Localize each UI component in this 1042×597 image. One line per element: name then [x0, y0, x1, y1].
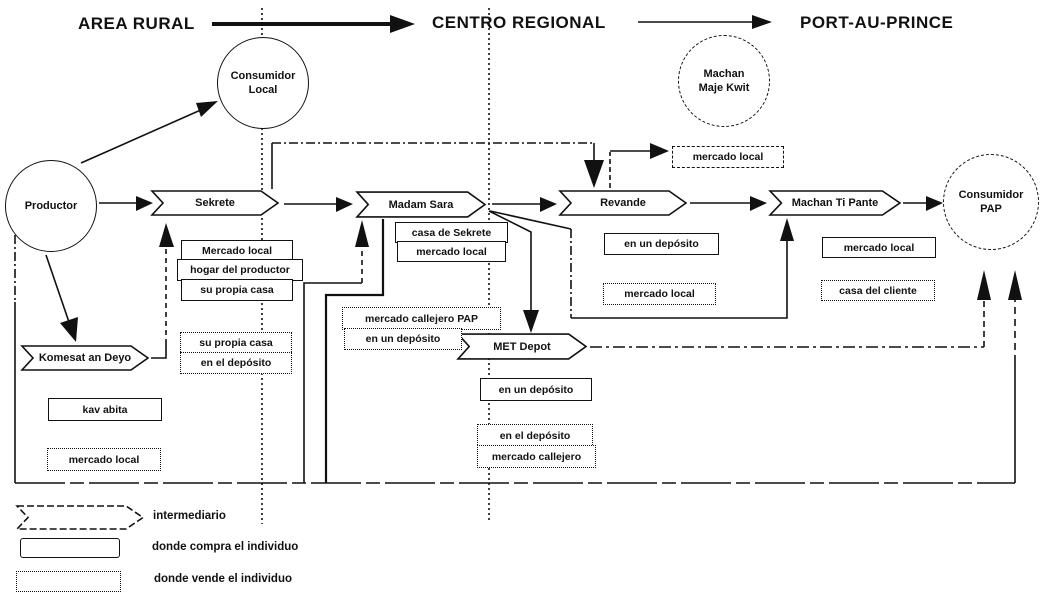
- buy-box-komesat-kav-abita: kav abita: [48, 398, 162, 421]
- intermediary-machan-ti-pante: Machan Ti Pante: [768, 190, 902, 216]
- path-madamsara-machanti-elbow: [571, 240, 788, 319]
- node-label: Consumidor: [958, 189, 1024, 201]
- arrowhead: [780, 218, 794, 241]
- intermediary-madam-sara: Madam Sara: [355, 191, 487, 218]
- node-label: Local: [248, 84, 278, 96]
- intermediary-arrow-shape: [20, 345, 150, 371]
- arrowhead: [523, 310, 539, 333]
- node-label: Maje Kwit: [698, 82, 750, 94]
- legend-label-intermediario: intermediario: [153, 510, 226, 522]
- arrowhead: [159, 223, 174, 247]
- sell-box-machanti-casa-cliente: casa del cliente: [821, 280, 935, 301]
- arrowhead: [336, 197, 353, 212]
- legend-dotted-box-shape: [16, 571, 121, 592]
- arrowhead: [926, 196, 943, 211]
- legend-label-compra: donde compra el individuo: [152, 541, 299, 553]
- arrow-productor-consumidorlocal: [80, 108, 204, 164]
- intermediary-arrow-shape: [456, 333, 588, 360]
- legend-intermediary-shape: [15, 505, 145, 530]
- arrowhead: [136, 196, 153, 211]
- arrow-productor-komesat: [45, 254, 71, 326]
- arrowhead: [390, 15, 415, 33]
- arrowhead: [750, 196, 767, 211]
- intermediary-arrow-outline: [456, 333, 588, 360]
- intermediary-sekrete: Sekrete: [150, 190, 280, 216]
- sell-box-madamsara-deposito: en un depósito: [344, 328, 462, 350]
- node-productor: Productor: [5, 160, 97, 252]
- intermediary-komesat-an-deyo: Komesat an Deyo: [20, 345, 150, 371]
- arrowhead: [977, 270, 991, 300]
- buy-box-madamsara-mercado-local: mercado local: [397, 241, 506, 262]
- header-port-au-prince: PORT-AU-PRINCE: [800, 13, 954, 32]
- arrowhead: [584, 160, 604, 188]
- sell-box-madamsara-callejero-pap: mercado callejero PAP: [342, 307, 501, 330]
- intermediary-arrow-shape: [768, 190, 902, 216]
- intermediary-arrow-outline: [355, 191, 487, 218]
- arrowhead: [1008, 270, 1022, 300]
- arrowhead: [752, 15, 772, 29]
- header-area-rural: AREA RURAL: [78, 14, 195, 33]
- intermediary-arrow-shape: [355, 191, 487, 218]
- node-consumidor-local: Consumidor Local: [217, 37, 309, 129]
- sell-box-revande-mercado-local-top: mercado local: [672, 146, 784, 168]
- arrowhead: [60, 317, 78, 342]
- buy-box-madamsara-casa-sekrete: casa de Sekrete: [395, 222, 508, 243]
- buy-box-sekrete-propia-casa: su propia casa: [181, 279, 293, 301]
- arrowhead: [650, 143, 669, 159]
- path-feeder-into-madamsara: [303, 282, 362, 483]
- intermediary-arrow-outline: [20, 345, 150, 371]
- node-label: PAP: [980, 203, 1002, 215]
- sell-box-metdepot-callejero: mercado callejero: [477, 445, 596, 468]
- intermediary-label: Madam Sara: [388, 198, 454, 211]
- buy-box-revande-deposito: en un depósito: [604, 233, 719, 255]
- intermediary-label: Komesat an Deyo: [38, 352, 132, 364]
- buy-box-metdepot-deposito: en un depósito: [480, 378, 592, 401]
- sell-box-metdepot-deposito: en el depósito: [477, 424, 593, 447]
- buy-box-machanti-mercado-local: mercado local: [822, 237, 936, 258]
- header-centro-regional: CENTRO REGIONAL: [432, 13, 606, 32]
- sell-box-komesat-mercado-local: mercado local: [47, 448, 161, 471]
- sell-box-revande-mercado-local: mercado local: [603, 283, 716, 305]
- intermediary-arrow-outline: [15, 505, 145, 530]
- path-madamsara-sell-loop: [324, 219, 385, 483]
- arrowhead: [355, 220, 369, 247]
- node-label: Productor: [24, 200, 78, 212]
- arrowhead: [540, 197, 557, 212]
- legend-label-vende: donde vende el individuo: [154, 573, 293, 585]
- intermediary-label: Revande: [600, 197, 646, 209]
- intermediary-arrow-outline: [768, 190, 902, 216]
- node-label: Consumidor: [230, 70, 296, 82]
- intermediary-arrow-shape: [150, 190, 280, 216]
- intermediary-met-depot: MET Depot: [456, 333, 588, 360]
- intermediary-label: MET Depot: [493, 340, 551, 353]
- buy-box-sekrete-hogar-productor: hogar del productor: [177, 259, 303, 281]
- arrowhead: [196, 101, 218, 117]
- path-madamsara-metdepot: [488, 210, 532, 311]
- intermediary-arrow-outline: [150, 190, 280, 216]
- sell-box-sekrete-deposito: en el depósito: [180, 352, 292, 374]
- intermediary-arrow-shape: [15, 505, 145, 530]
- node-consumidor-pap: Consumidor PAP: [943, 154, 1039, 250]
- buy-box-sekrete-mercado-local: Mercado local: [181, 240, 293, 261]
- intermediary-arrow-outline: [558, 190, 688, 216]
- intermediary-label: Machan Ti Pante: [791, 197, 879, 209]
- path-madamsara-machanti-diag: [489, 210, 572, 230]
- node-label: Machan: [703, 68, 745, 80]
- intermediary-label: Sekrete: [195, 197, 235, 209]
- node-machan-maje-kwit: Machan Maje Kwit: [678, 35, 770, 127]
- intermediary-arrow-shape: [558, 190, 688, 216]
- intermediary-revande: Revande: [558, 190, 688, 216]
- path-komesat-sekrete-elbow: [151, 344, 167, 359]
- sell-box-sekrete-propia-casa: su propia casa: [180, 332, 292, 354]
- legend-solid-box-shape: [20, 538, 120, 558]
